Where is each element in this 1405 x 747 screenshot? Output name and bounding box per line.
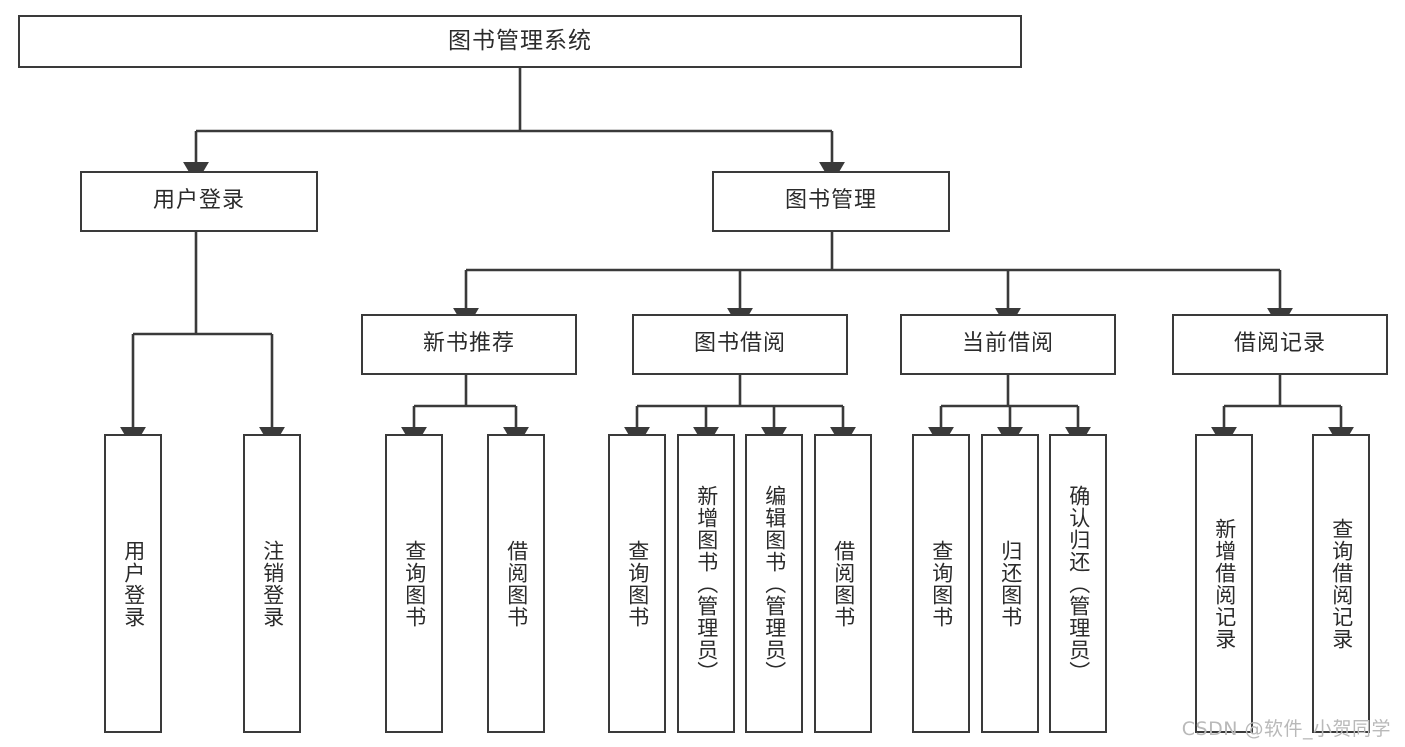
leaf-user-login[interactable]: 用户登录 [104, 434, 162, 733]
node-label: 查询图书 [402, 539, 427, 628]
node-borrow-record[interactable]: 借阅记录 [1172, 314, 1388, 375]
node-current-borrow[interactable]: 当前借阅 [900, 314, 1116, 375]
leaf-borrow-book-1[interactable]: 借阅图书 [487, 434, 545, 733]
node-label: 借阅记录 [1233, 331, 1326, 357]
leaf-add-book[interactable]: 新增图书（管理员） [677, 434, 735, 733]
leaf-return-book[interactable]: 归还图书 [981, 434, 1039, 733]
leaf-add-borrow-record[interactable]: 新增借阅记录 [1195, 434, 1253, 733]
node-label: 确认归还（管理员） [1066, 484, 1091, 683]
node-book-manage[interactable]: 图书管理 [712, 171, 950, 232]
node-label: 图书借阅 [693, 331, 786, 357]
leaf-query-book-1[interactable]: 查询图书 [385, 434, 443, 733]
leaf-user-logout[interactable]: 注销登录 [243, 434, 301, 733]
node-label: 新增图书（管理员） [694, 484, 719, 683]
leaf-borrow-book-2[interactable]: 借阅图书 [814, 434, 872, 733]
node-label: 借阅图书 [504, 539, 529, 628]
node-label: 借阅图书 [831, 539, 856, 628]
leaf-query-book-3[interactable]: 查询图书 [912, 434, 970, 733]
csdn-watermark: CSDN @软件_小贺同学 [1181, 718, 1391, 740]
leaf-confirm-return[interactable]: 确认归还（管理员） [1049, 434, 1107, 733]
node-new-book-recommend[interactable]: 新书推荐 [361, 314, 577, 375]
node-label: 图书管理 [784, 188, 877, 214]
node-root-book-management-system[interactable]: 图书管理系统 [18, 15, 1022, 68]
node-book-borrow[interactable]: 图书借阅 [632, 314, 848, 375]
node-label: 当前借阅 [961, 331, 1054, 357]
node-label: 查询借阅记录 [1329, 517, 1354, 650]
node-label: 新书推荐 [422, 331, 515, 357]
node-label: 编辑图书（管理员） [762, 484, 787, 683]
node-label: 新增借阅记录 [1212, 517, 1237, 650]
node-label: 查询图书 [625, 539, 650, 628]
node-label: 用户登录 [152, 188, 245, 214]
node-label: 查询图书 [929, 539, 954, 628]
node-user-login[interactable]: 用户登录 [80, 171, 318, 232]
leaf-edit-book[interactable]: 编辑图书（管理员） [745, 434, 803, 733]
node-label: 归还图书 [998, 539, 1023, 628]
node-label: 注销登录 [260, 539, 285, 628]
leaf-query-book-2[interactable]: 查询图书 [608, 434, 666, 733]
node-label: 用户登录 [121, 539, 146, 628]
node-label: 图书管理系统 [448, 27, 592, 54]
leaf-query-borrow-record[interactable]: 查询借阅记录 [1312, 434, 1370, 733]
